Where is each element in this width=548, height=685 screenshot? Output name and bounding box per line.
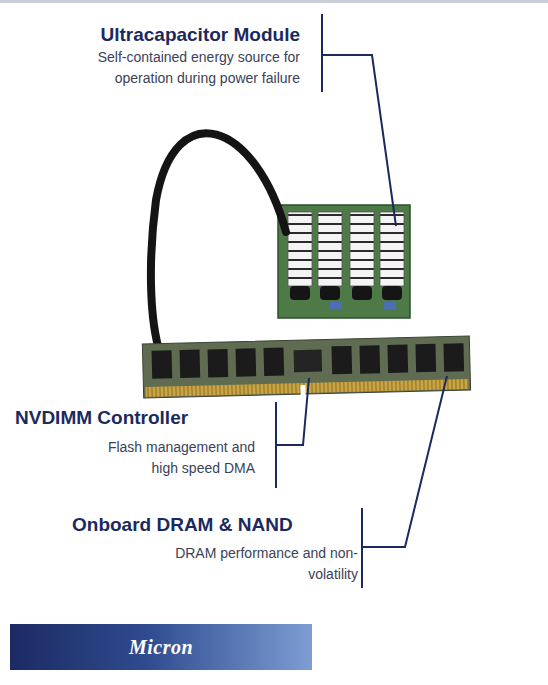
logo-band: Micron [10, 624, 312, 670]
memory-chip [236, 348, 257, 376]
callout-text: DRAM performance and non-volatility [150, 543, 358, 585]
capacitor-stack [318, 212, 342, 286]
leader-line [362, 376, 447, 547]
leader-line [322, 55, 396, 226]
capacitor-base [352, 286, 372, 300]
memory-chip [415, 344, 436, 372]
capacitor-base [290, 286, 310, 300]
memory-chip [180, 350, 201, 378]
callout-text: Flash management and high speed DMA [90, 437, 255, 479]
board-connector [384, 302, 396, 309]
power-cable [151, 133, 286, 346]
memory-chip [152, 350, 173, 378]
logo-text: Micron [129, 636, 193, 659]
leader-line [276, 378, 309, 445]
memory-chip [331, 346, 352, 374]
capacitor-stack [288, 212, 312, 286]
memory-chip [208, 349, 229, 377]
dimm-module [142, 336, 470, 399]
controller-chip [294, 350, 323, 373]
key-notch [300, 385, 305, 395]
capacitor-base [320, 286, 340, 300]
bracket [321, 14, 323, 92]
dimm-pcb [142, 336, 470, 398]
memory-chip [443, 343, 464, 371]
top-rule [0, 0, 548, 3]
memory-chip [263, 348, 284, 376]
callout-heading: Onboard DRAM & NAND [72, 514, 352, 536]
callout-heading: Ultracapacitor Module [60, 24, 300, 46]
capacitor-base [382, 286, 402, 300]
capacitor-board [278, 205, 410, 318]
capacitor-stack [380, 212, 404, 286]
callout-text: Self-contained energy source for operati… [70, 47, 300, 89]
memory-chip [359, 345, 380, 373]
board-connector [330, 302, 342, 309]
callout-brackets [276, 14, 447, 588]
capacitor-stack [350, 212, 374, 286]
memory-chip [387, 345, 408, 373]
callout-heading: NVDIMM Controller [15, 407, 265, 429]
